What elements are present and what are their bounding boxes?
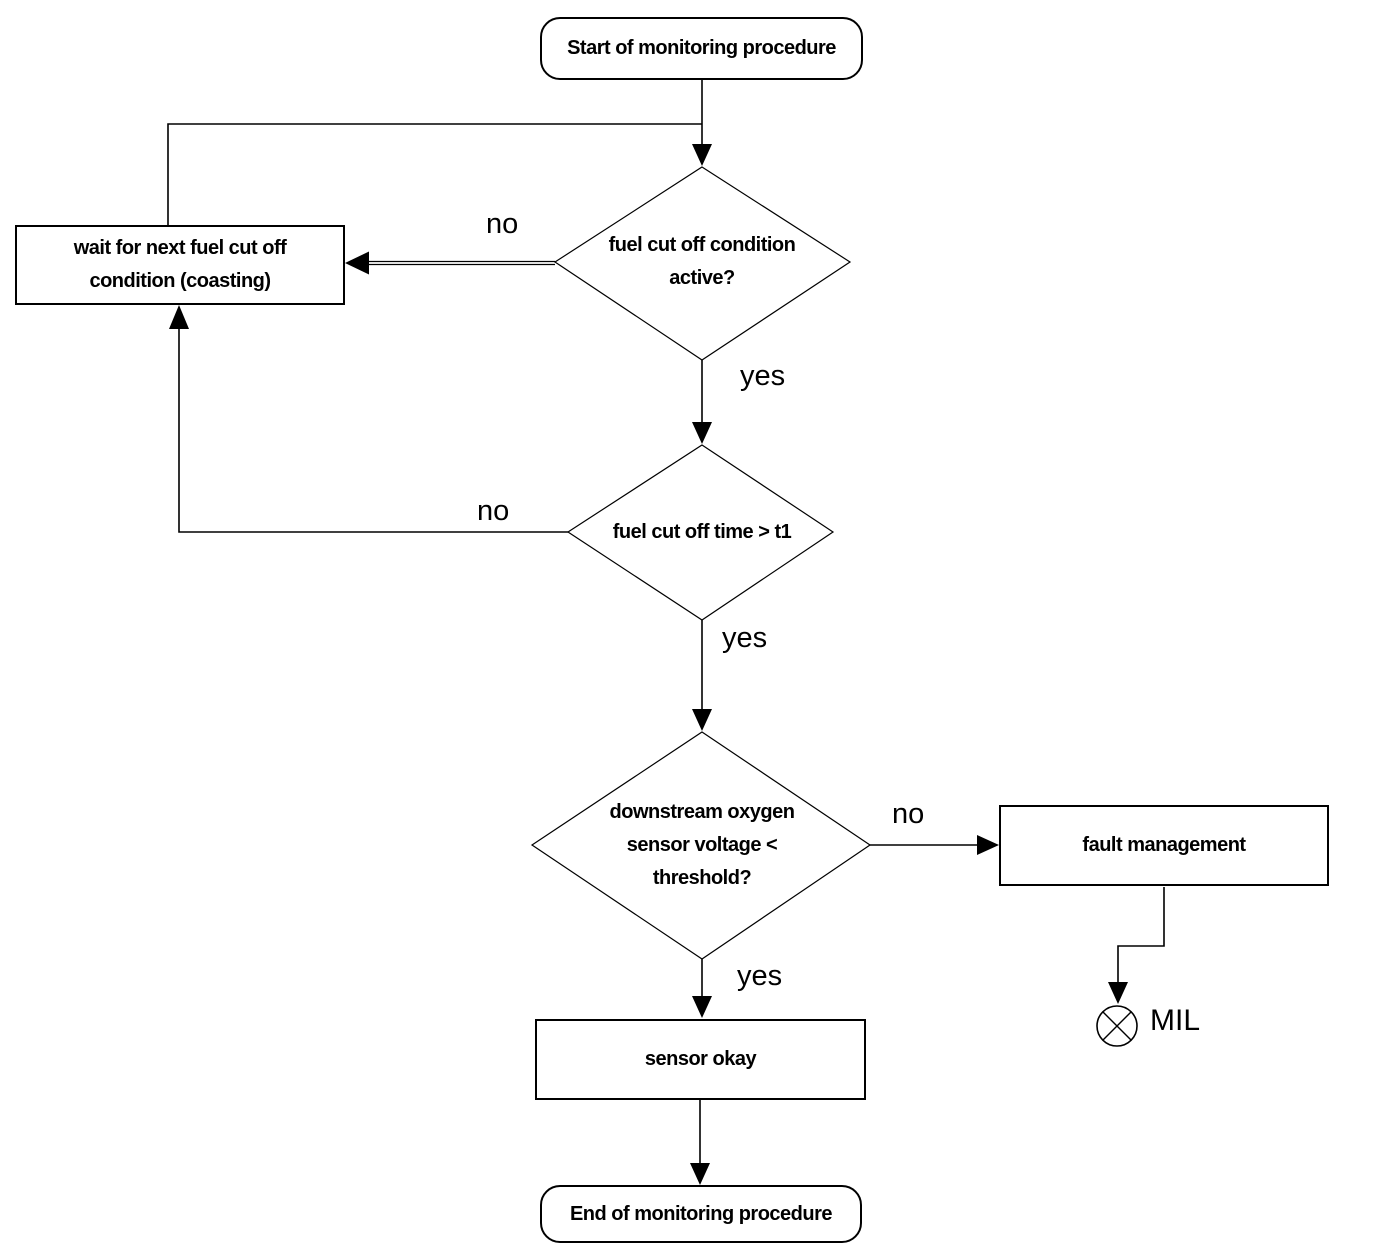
node-decision-fuel-cut-off-active-shape	[553, 166, 852, 361]
edge-decision-fuel-cut-off-active-no-to-wait	[345, 251, 555, 275]
node-sensor-okay: sensor okay	[535, 1019, 866, 1100]
branch-label-no-fuel-cut-off-active: no	[486, 208, 519, 240]
edge-decision-oxygen-sensor-no-to-fault-management	[870, 835, 999, 855]
node-start-label: Start of monitoring procedure	[567, 37, 836, 59]
node-end: End of monitoring procedure	[540, 1185, 862, 1243]
branch-label-yes-oxygen-sensor: yes	[737, 960, 783, 992]
node-sensor-okay-label: sensor okay	[644, 1048, 757, 1070]
indicator-lamp-icon	[1096, 1005, 1138, 1047]
node-decision-oxygen-sensor: downstream oxygen sensor voltage < thres…	[590, 795, 814, 895]
edge-decision-oxygen-sensor-yes-to-sensor-okay	[692, 959, 712, 1018]
branch-label-yes-fuel-cut-off-time: yes	[722, 622, 768, 654]
decision-fuel-cut-off-active-label: fuel cut off condition active?	[608, 234, 796, 289]
node-decision-fuel-cut-off-time: fuel cut off time > t1	[594, 482, 810, 582]
edge-decision-fuel-cut-off-active-yes-to-decision-fuel-cut-off-time	[692, 360, 712, 444]
node-decision-oxygen-sensor-shape	[530, 731, 872, 960]
node-wait-label: wait for next fuel cut off condition (co…	[73, 237, 287, 292]
node-wait-for-next-fuel-cut-off: wait for next fuel cut off condition (co…	[15, 225, 345, 305]
node-start: Start of monitoring procedure	[540, 17, 863, 80]
node-end-label: End of monitoring procedure	[569, 1202, 833, 1225]
node-fault-management-label: fault management	[1082, 834, 1246, 856]
edge-fault-management-to-mil	[1108, 887, 1165, 1004]
branch-label-no-oxygen-sensor: no	[892, 798, 925, 830]
branch-label-no-fuel-cut-off-time: no	[477, 495, 510, 527]
edge-decision-fuel-cut-off-time-no-to-wait	[169, 305, 568, 533]
edge-start-to-decision-fuel-cut-off-active	[692, 80, 712, 166]
decision-oxygen-sensor-label: downstream oxygen sensor voltage < thres…	[609, 800, 795, 889]
edge-sensor-okay-to-end	[690, 1100, 710, 1185]
branch-label-yes-fuel-cut-off-active: yes	[740, 360, 786, 392]
node-decision-fuel-cut-off-time-shape	[566, 444, 835, 621]
edge-wait-loop-to-decision-fuel-cut-off-active	[167, 123, 702, 226]
decision-fuel-cut-off-time-label: fuel cut off time > t1	[612, 520, 792, 543]
mil-label: MIL	[1150, 1004, 1201, 1037]
node-fault-management: fault management	[999, 805, 1329, 886]
node-decision-fuel-cut-off-active: fuel cut off condition active?	[592, 212, 812, 312]
edge-decision-fuel-cut-off-time-yes-to-decision-oxygen-sensor	[692, 620, 712, 731]
